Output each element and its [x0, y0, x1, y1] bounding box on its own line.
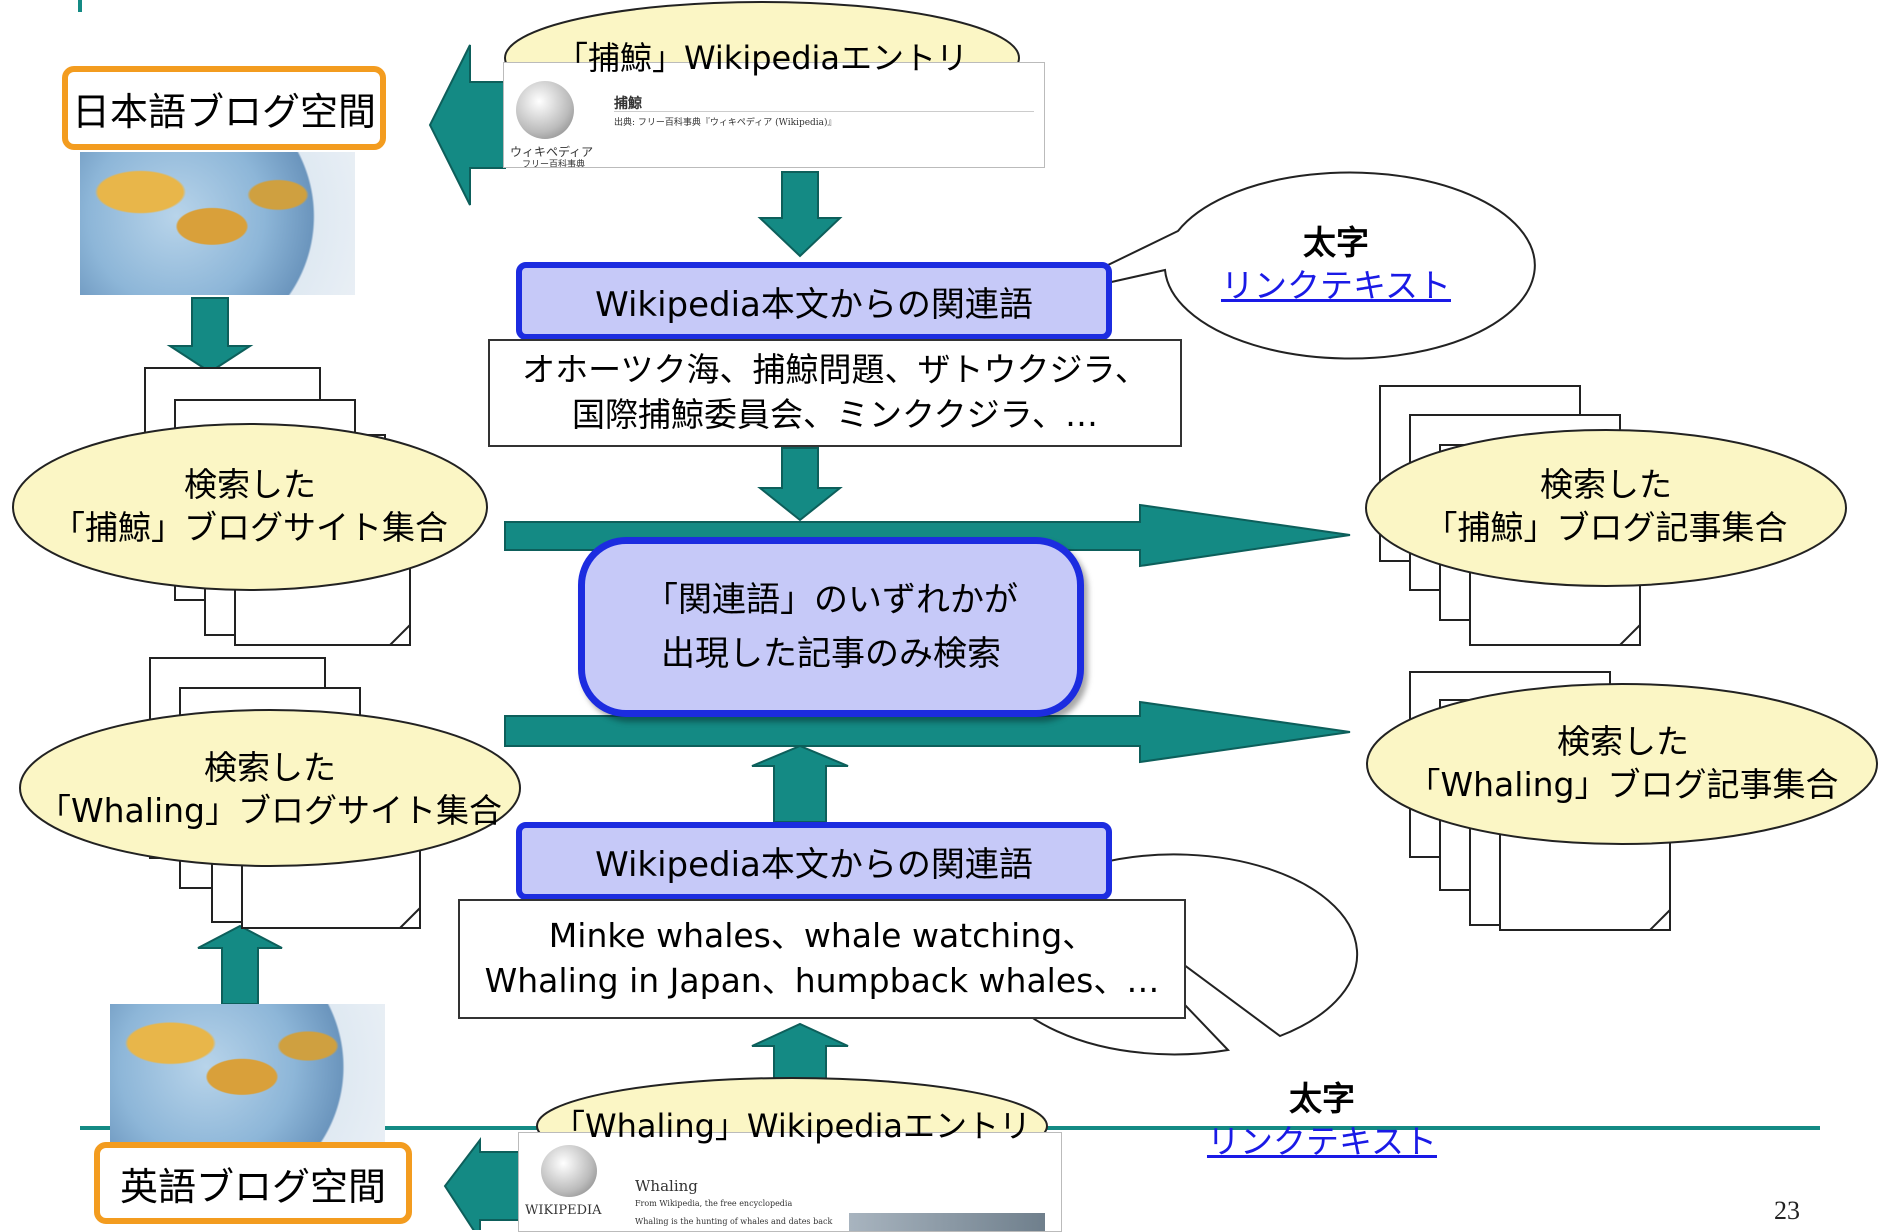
wiki-image-placeholder-bottom: [849, 1213, 1045, 1231]
wiki-rule-top: [614, 111, 1034, 112]
oval-articles-bottom: [1366, 683, 1878, 845]
related-terms-top: オホーツク海、捕鯨問題、ザトウクジラ、 国際捕鯨委員会、ミンククジラ、…: [488, 339, 1182, 447]
center-line2: 出現した記事のみ検索: [661, 634, 1001, 674]
sites-label-top-line2: 「捕鯨」ブログサイト集合: [52, 508, 448, 547]
related-terms-top-line2: 国際捕鯨委員会、ミンククジラ、…: [571, 395, 1099, 434]
sites-label-bottom-line1: 検索した: [204, 748, 336, 788]
oval-sites-top: [12, 423, 488, 591]
globe-image-top: [80, 152, 355, 295]
articles-label-bottom-line2: 「Whaling」ブログ記事集合: [1407, 765, 1839, 804]
sites-label-bottom: 検索した 「Whaling」ブログサイト集合: [20, 728, 520, 852]
callout-top-link[interactable]: リンクテキスト: [1220, 266, 1451, 305]
callout-bottom-link[interactable]: リンクテキスト: [1206, 1122, 1437, 1161]
wiki-sub-bottom: From Wikipedia, the free encyclopedia: [635, 1199, 793, 1208]
center-line1: 「関連語」のいずれかが: [644, 579, 1018, 620]
sites-label-top: 検索した 「捕鯨」ブログサイト集合: [14, 440, 486, 574]
callout-top-shape: [1039, 171, 1536, 360]
arrow-up-globe-bottom: [197, 924, 283, 1005]
arrow-left-top: [428, 44, 506, 206]
sites-label-top-line1: 検索した: [184, 465, 316, 505]
space-box-top: 日本語ブログ空間: [62, 66, 386, 150]
wiki-source-top: 出典: フリー百科事典『ウィキペディア (Wikipedia)』: [614, 118, 837, 128]
entry-label-top: 「捕鯨」Wikipediaエントリ: [555, 39, 969, 78]
wiki-globe-logo-top: [516, 81, 574, 139]
center-search-box: 「関連語」のいずれかが 出現した記事のみ検索: [578, 537, 1084, 717]
arrow-down-globe-top: [166, 297, 254, 374]
articles-label-bottom-line1: 検索した: [1557, 722, 1689, 762]
wiki-logo-text-bottom: WIKIPEDIA: [525, 1203, 602, 1218]
space-box-bottom: 英語ブログ空間: [94, 1142, 412, 1224]
wiki-logo-text-top: ウィキペディア: [510, 145, 594, 159]
callout-bottom: 太字 リンクテキスト: [1142, 1066, 1502, 1176]
arrow-down-wiki-top: [757, 171, 843, 258]
callout-top-bold: 太字: [1303, 223, 1369, 263]
related-box-bottom: Wikipedia本文からの関連語: [516, 822, 1112, 900]
arrow-left-bottom: [443, 1137, 521, 1230]
related-terms-top-line1: オホーツク海、捕鯨問題、ザトウクジラ、: [522, 350, 1148, 390]
globe-image-bottom: [110, 1004, 385, 1144]
callout-top: 太字 リンクテキスト: [1156, 210, 1516, 320]
related-terms-bottom: Minke whales、whale watching、 Whaling in …: [458, 899, 1186, 1019]
callout-bottom-bold: 太字: [1289, 1079, 1355, 1119]
arrow-up-related-bottom: [751, 744, 849, 823]
wiki-globe-logo-bottom: [541, 1145, 597, 1197]
oval-sites-bottom: [19, 709, 521, 867]
related-terms-bottom-line1: Minke whales、whale watching、: [548, 916, 1096, 956]
wiki-screenshot-bottom: WIKIPEDIA Whaling From Wikipedia, the fr…: [518, 1132, 1062, 1232]
wiki-logo-sub-top: フリー百科事典: [522, 160, 586, 168]
arrow-down-related-top: [757, 447, 843, 522]
page-number: 23: [1774, 1196, 1800, 1225]
wiki-screenshot-top: ウィキペディア フリー百科事典 捕鯨 出典: フリー百科事典『ウィキペディア (…: [503, 62, 1045, 168]
sites-label-bottom-line2: 「Whaling」ブログサイト集合: [38, 791, 502, 830]
articles-label-top: 検索した 「捕鯨」ブログ記事集合: [1368, 440, 1844, 574]
wiki-body-bottom: Whaling is the hunting of whales and dat…: [635, 1217, 833, 1226]
articles-label-top-line1: 検索した: [1540, 465, 1672, 505]
entry-label-bottom: 「Whaling」Wikipediaエントリ: [553, 1107, 1031, 1146]
arrow-right-lower: [504, 700, 1351, 764]
articles-label-top-line2: 「捕鯨」ブログ記事集合: [1424, 508, 1788, 547]
oval-articles-top: [1365, 429, 1847, 587]
wiki-title-top: 捕鯨: [614, 96, 642, 112]
related-terms-bottom-line2: Whaling in Japan、humpback whales、…: [484, 961, 1160, 1000]
articles-label-bottom: 検索した 「Whaling」ブログ記事集合: [1368, 702, 1878, 826]
related-box-top: Wikipedia本文からの関連語: [516, 262, 1112, 340]
wiki-title-bottom: Whaling: [635, 1177, 698, 1195]
